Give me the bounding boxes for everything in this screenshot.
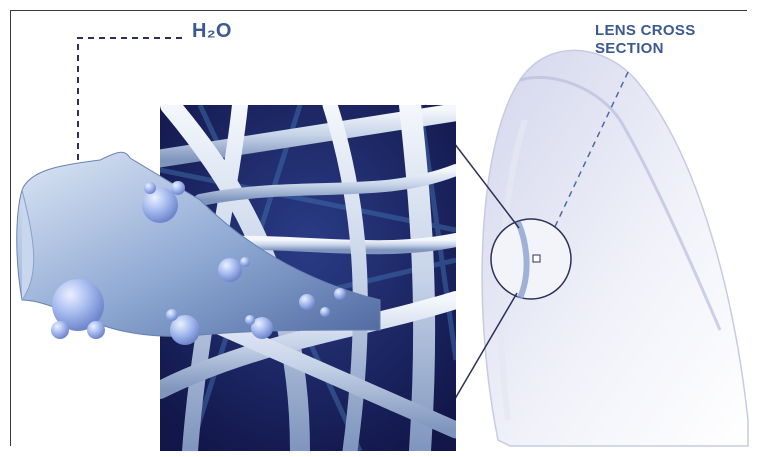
lens-cross-section-label: LENS CROSS SECTION: [595, 22, 696, 58]
lens-label-line-2: SECTION: [595, 40, 696, 58]
lens-label-line-1: LENS CROSS: [595, 22, 696, 40]
magnifier-circle: [491, 219, 571, 299]
h2o-label: H₂O: [192, 20, 232, 43]
magnifier-sample-square: [533, 255, 540, 262]
